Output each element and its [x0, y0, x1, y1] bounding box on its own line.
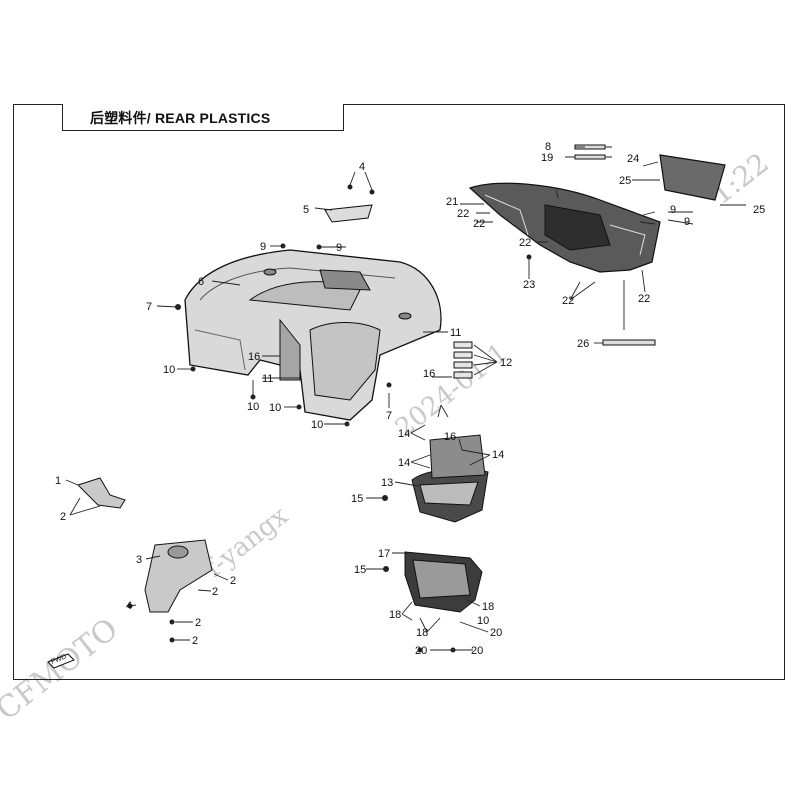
- callout-5: 5: [303, 204, 309, 216]
- callout-10: 10: [269, 402, 281, 414]
- callout-20: 20: [490, 627, 502, 639]
- callout-25: 25: [619, 175, 631, 187]
- callout-22: 22: [562, 295, 574, 307]
- callout-16: 16: [248, 351, 260, 363]
- storage-box-part-13: [411, 434, 489, 523]
- callout-23: 23: [523, 279, 535, 291]
- decals-part-12: [453, 341, 473, 379]
- strip-part-19: [574, 154, 606, 160]
- callout-10: 10: [477, 615, 489, 627]
- rear-rack-part-21: [468, 182, 661, 273]
- fasteners: [127, 184, 532, 653]
- leader-lines: [65, 146, 746, 651]
- callout-18: 18: [482, 601, 494, 613]
- callout-4: 4: [126, 600, 132, 612]
- callout-18: 18: [416, 627, 428, 639]
- bracket-part-1: [77, 477, 126, 509]
- callout-22: 22: [638, 293, 650, 305]
- callout-22: 22: [457, 208, 469, 220]
- callout-14: 14: [492, 449, 504, 461]
- callout-2: 2: [195, 617, 201, 629]
- fwd-orientation-badge: [47, 653, 75, 669]
- callout-10: 10: [247, 401, 259, 413]
- callout-9: 9: [336, 242, 342, 254]
- callout-11: 11: [262, 373, 273, 385]
- callout-labels: 1 2 2 2 2 2 3 4 4 5 6 7 7 8 9 9 9 9 10 1…: [55, 141, 765, 657]
- callout-10: 10: [163, 364, 175, 376]
- grille-part-24: [659, 154, 726, 201]
- callout-14: 14: [398, 428, 410, 440]
- callout-17: 17: [378, 548, 390, 560]
- callout-1: 1: [55, 475, 61, 487]
- callout-2: 2: [212, 586, 218, 598]
- callout-26: 26: [577, 338, 589, 350]
- callout-14: 14: [398, 457, 410, 469]
- callout-13: 13: [381, 477, 393, 489]
- callout-9: 9: [670, 204, 676, 216]
- callout-7: 7: [386, 410, 392, 422]
- callout-16: 16: [423, 368, 435, 380]
- callout-6: 6: [198, 276, 204, 288]
- callout-20: 20: [415, 645, 427, 657]
- callout-8: 8: [545, 141, 551, 153]
- callout-22: 22: [473, 218, 485, 230]
- callout-12: 12: [500, 357, 512, 369]
- callout-9: 9: [260, 241, 266, 253]
- callout-2: 2: [60, 511, 66, 523]
- side-cover-part-3: [144, 539, 213, 613]
- callout-10: 10: [311, 419, 323, 431]
- callout-7: 7: [146, 301, 152, 313]
- callout-2: 2: [230, 575, 236, 587]
- callout-3: 3: [136, 554, 142, 566]
- callout-16: 16: [444, 431, 456, 443]
- callout-11: 11: [450, 327, 461, 339]
- callout-15: 15: [351, 493, 363, 505]
- diagram-frame: [13, 104, 785, 680]
- lower-box-part-17: [404, 551, 483, 613]
- callout-24: 24: [627, 153, 639, 165]
- callout-21: 21: [446, 196, 458, 208]
- title-box: [62, 104, 344, 131]
- callout-9: 9: [684, 216, 690, 228]
- rear-fender-part-6: [184, 249, 442, 421]
- page-title: 后塑料件/ REAR PLASTICS: [90, 110, 271, 126]
- callout-22: 22: [519, 237, 531, 249]
- callout-4: 4: [359, 161, 365, 173]
- callout-19: 19: [541, 152, 553, 164]
- strip-part-26: [602, 339, 656, 346]
- callout-25: 25: [753, 204, 765, 216]
- callout-15: 15: [354, 564, 366, 576]
- callout-20: 20: [471, 645, 483, 657]
- callout-2: 2: [192, 635, 198, 647]
- plate-part-5: [324, 204, 373, 223]
- callout-18: 18: [389, 609, 401, 621]
